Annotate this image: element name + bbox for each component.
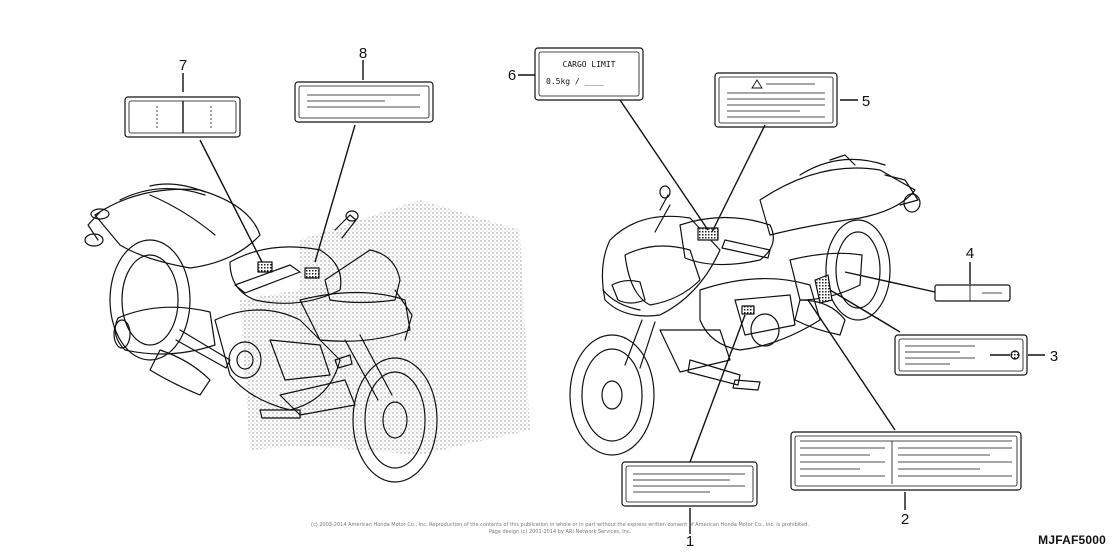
leader-2	[807, 299, 896, 431]
callout-5[interactable]: 5	[862, 93, 870, 110]
leader-3	[829, 289, 901, 333]
leader-5	[711, 124, 766, 233]
callout-8[interactable]: 8	[359, 45, 367, 62]
cargo-limit-line: 0.5kg / ____	[546, 77, 604, 86]
copyright-notice: (c) 2003-2014 American Honda Motor Co., …	[250, 522, 870, 536]
callout-7[interactable]: 7	[179, 57, 187, 74]
callout-6[interactable]: 6	[508, 67, 516, 84]
label-2-graphic	[790, 431, 1022, 491]
label-5-graphic	[714, 72, 838, 128]
leader-6	[619, 99, 709, 231]
watermark-stipple	[240, 200, 530, 455]
diagram-code: MJFAF5000	[1038, 533, 1106, 547]
leader-8	[314, 124, 356, 263]
motorcycle-left	[84, 183, 530, 483]
leader-1	[689, 314, 746, 463]
label-4-graphic	[934, 284, 1011, 302]
label-1-graphic	[621, 461, 758, 507]
callout-3[interactable]: 3	[1050, 348, 1058, 365]
warning-icon	[751, 79, 763, 89]
label-6-graphic: CARGO LIMIT 0.5kg / ____	[534, 47, 644, 101]
leader-4	[844, 271, 936, 293]
callout-1[interactable]: 1	[686, 533, 694, 550]
motorcycle-right	[569, 154, 921, 456]
leader-lines	[182, 60, 1045, 534]
copyright-line: (c) 2003-2014 American Honda Motor Co., …	[311, 522, 809, 528]
copyright-line: Page design (c) 2001-2014 by ARI Network…	[488, 529, 632, 535]
label-3-graphic	[894, 334, 1028, 376]
label-8-graphic	[294, 81, 434, 123]
callout-4[interactable]: 4	[966, 245, 974, 262]
label-7-graphic	[124, 96, 241, 138]
callout-2[interactable]: 2	[901, 511, 909, 528]
cargo-limit-title: CARGO LIMIT	[563, 60, 616, 69]
leader-7	[199, 139, 263, 263]
